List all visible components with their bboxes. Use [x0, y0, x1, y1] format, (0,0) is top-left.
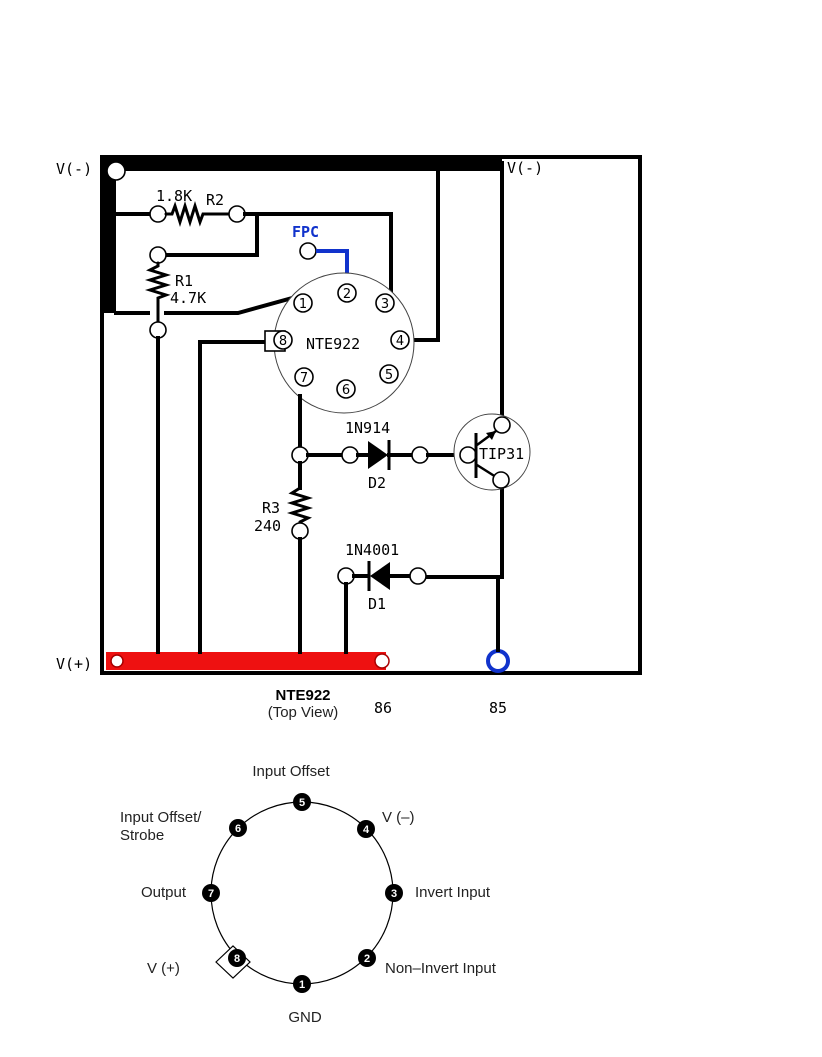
- v-minus-right-label: V(-): [507, 159, 543, 177]
- v-plus-bus: [106, 652, 386, 670]
- pin2-label: Non–Invert Input: [385, 960, 497, 977]
- svg-text:4: 4: [363, 824, 370, 836]
- svg-text:7: 7: [208, 888, 214, 900]
- d2-ref: D2: [368, 474, 386, 492]
- d1-part: 1N4001: [345, 541, 399, 559]
- svg-text:3: 3: [391, 888, 397, 900]
- r1-value: 4.7K: [170, 289, 206, 307]
- pinout-title: NTE922: [275, 687, 330, 704]
- svg-text:4: 4: [396, 334, 404, 349]
- pinout-subtitle: (Top View): [268, 704, 339, 721]
- d2-part: 1N914: [345, 419, 390, 437]
- svg-text:7: 7: [300, 371, 308, 386]
- ic-pins: 1 2 3 4 5 6 7 8: [273, 283, 410, 399]
- pin6-label: Input Offset/: [120, 809, 202, 826]
- left-bus: [102, 155, 116, 313]
- terminal-86-pad: [374, 653, 390, 669]
- svg-text:8: 8: [279, 334, 287, 349]
- resistor-r1: [144, 261, 172, 325]
- terminal-85-label: 85: [489, 699, 507, 717]
- r2-ref: R2: [206, 191, 224, 209]
- svg-text:8: 8: [234, 953, 240, 965]
- pin8-label: V (+): [147, 960, 180, 977]
- resistor-r3: [286, 486, 314, 524]
- pin1-label: GND: [288, 1009, 322, 1026]
- d1-ref: D1: [368, 595, 386, 613]
- svg-text:6: 6: [342, 383, 350, 398]
- pin3-label: Invert Input: [415, 884, 491, 901]
- resistor-r2: [164, 200, 231, 228]
- pin6-label-line2: Strobe: [120, 827, 164, 844]
- svg-text:2: 2: [364, 953, 370, 965]
- svg-text:5: 5: [299, 797, 305, 809]
- v-plus-label: V(+): [56, 655, 92, 673]
- svg-text:5: 5: [385, 368, 393, 383]
- transistor-label: TIP31: [479, 445, 524, 463]
- svg-text:1: 1: [299, 297, 307, 312]
- pinout-pins: 1 2 3 4 5 6 7 8: [202, 793, 403, 993]
- svg-text:1: 1: [299, 979, 305, 991]
- svg-text:3: 3: [381, 297, 389, 312]
- terminal-86-label: 86: [374, 699, 392, 717]
- fpc-wire: [316, 249, 349, 281]
- wire-r2-r1: [164, 212, 259, 257]
- svg-text:6: 6: [235, 823, 241, 835]
- r3-ref: R3: [262, 499, 280, 517]
- pin7-label: Output: [141, 884, 187, 901]
- wire-pin1: [164, 294, 299, 315]
- v-minus-bus: [102, 155, 502, 171]
- v-minus-pad: [106, 161, 126, 181]
- ic-name: NTE922: [306, 335, 360, 353]
- r2-value: 1.8K: [156, 187, 192, 205]
- wire-pin8: [198, 340, 267, 654]
- diode-d2: [368, 441, 388, 469]
- v-plus-pad-left: [110, 654, 124, 668]
- v-minus-left-label: V(-): [56, 160, 92, 178]
- terminal-85-pad: [486, 649, 510, 673]
- pin5-label: Input Offset: [252, 763, 330, 780]
- r3-value: 240: [254, 517, 281, 535]
- diode-d1: [370, 562, 390, 590]
- wire-r2-pin3: [243, 212, 393, 298]
- pin4-label: V (–): [382, 809, 415, 826]
- r1-ref: R1: [175, 272, 193, 290]
- fpc-label: FPC: [292, 223, 319, 241]
- transistor-tip31: [453, 413, 531, 491]
- svg-text:2: 2: [343, 287, 351, 302]
